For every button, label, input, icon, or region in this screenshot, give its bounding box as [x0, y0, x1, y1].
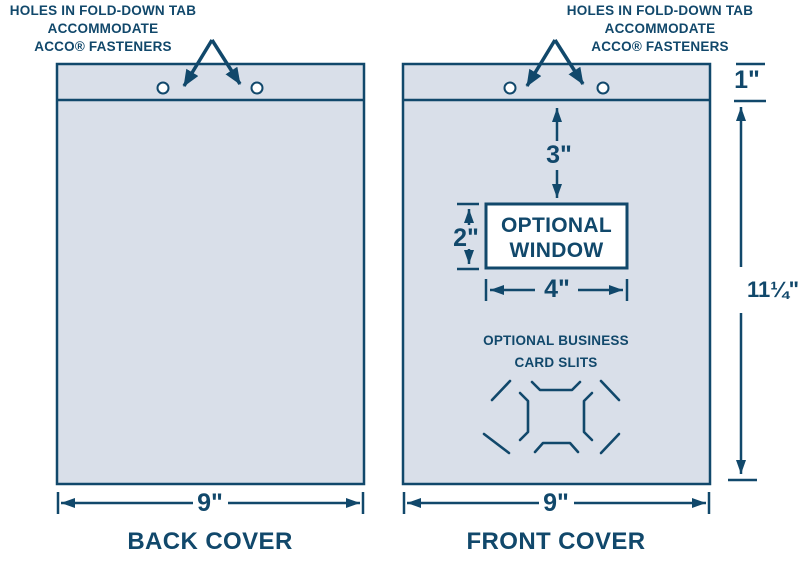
- business-card-slits: [482, 379, 621, 455]
- cover-height-dim-label: 11¼": [746, 277, 800, 302]
- back-cover-panel: [55, 39, 366, 514]
- corner-slit-top-left: [490, 379, 512, 402]
- window-width-dimension: [484, 279, 629, 301]
- corner-slit-bottom-left: [482, 432, 511, 455]
- optional-window-box: [484, 202, 629, 270]
- card-slits-label: OPTIONAL BUSINESS CARD SLITS: [483, 333, 629, 370]
- window-height-dimension: [457, 202, 479, 271]
- front-holes-note: HOLES IN FOLD-DOWN TAB ACCOMMODATE ACCO®…: [566, 3, 754, 54]
- corner-slit-bottom-right: [599, 432, 621, 455]
- annotation-arrow-right: [210, 39, 242, 85]
- fastener-hole-left: [156, 81, 170, 95]
- holes-annotation-arrows: [525, 39, 585, 87]
- window-height-dim-label: 2": [453, 224, 479, 252]
- tab-height-dim-label: 1": [734, 66, 760, 94]
- fastener-hole-right: [250, 81, 264, 95]
- edge-slit-bottom: [533, 441, 580, 454]
- annotation-arrow-right: [553, 39, 585, 85]
- window-width-dim-label: 4": [544, 275, 570, 303]
- window-offset-dim-label: 3": [546, 141, 572, 169]
- annotation-arrow-left: [182, 39, 214, 87]
- back-width-dimension: [56, 492, 365, 514]
- front-width-dim-label: 9": [543, 489, 569, 517]
- holes-annotation-arrows: [182, 39, 242, 87]
- back-width-dim-label: 9": [197, 489, 223, 517]
- front-cover-panel: [401, 39, 766, 514]
- edge-slit-left: [518, 391, 530, 442]
- cover-height-dimension: [728, 107, 757, 482]
- back-cover-caption: BACK COVER: [127, 528, 293, 555]
- front-width-dimension: [402, 492, 711, 514]
- tab-height-dimension: [734, 62, 766, 103]
- annotation-arrow-left: [525, 39, 557, 87]
- fastener-hole-left: [503, 81, 517, 95]
- back-cover-sheet: [55, 62, 366, 486]
- corner-slit-top-right: [599, 379, 621, 402]
- edge-slit-right: [582, 391, 594, 442]
- fastener-hole-right: [596, 81, 610, 95]
- back-holes-note: HOLES IN FOLD-DOWN TAB ACCOMMODATE ACCO®…: [9, 3, 197, 54]
- optional-window-label: OPTIONAL WINDOW: [501, 214, 612, 262]
- front-cover-caption: FRONT COVER: [466, 528, 646, 555]
- edge-slit-top: [530, 380, 582, 392]
